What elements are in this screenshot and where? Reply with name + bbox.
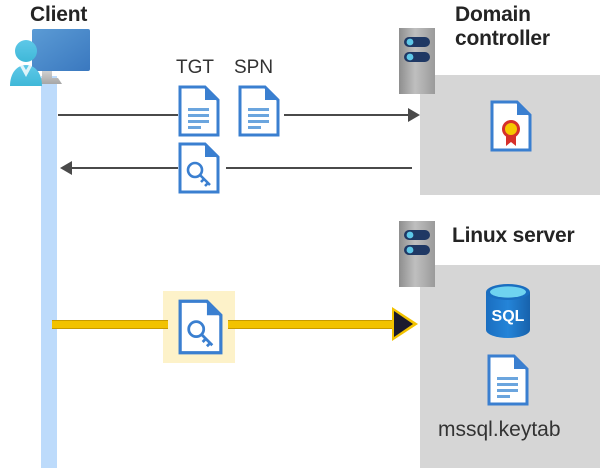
server-rack-icon: [399, 28, 435, 94]
response-arrow-line-left: [72, 167, 178, 169]
document-lines-icon: [238, 85, 280, 137]
service-ticket-arrowhead-icon: [394, 311, 413, 337]
keytab-document-icon: [487, 354, 529, 406]
domain-controller-title-line1: Domain: [455, 3, 531, 26]
request-arrowhead-icon: [408, 108, 420, 122]
domain-controller-title: Domain controller: [455, 3, 595, 51]
request-arrow-line-right: [284, 114, 410, 116]
service-ticket-arrow-line-left: [52, 320, 168, 329]
tgt-label: TGT: [176, 57, 214, 78]
client-title: Client: [30, 3, 88, 26]
request-arrow-line-left: [58, 114, 178, 116]
keytab-filename-label: mssql.keytab: [438, 418, 561, 441]
response-arrow-line-right: [226, 167, 412, 169]
response-arrowhead-icon: [60, 161, 72, 175]
user-workstation-icon: [8, 26, 92, 92]
domain-controller-title-line2: controller: [455, 27, 550, 51]
svg-text:SQL: SQL: [492, 308, 525, 325]
service-ticket-arrow-line-right: [228, 320, 408, 329]
linux-server-title: Linux server: [452, 224, 575, 247]
document-lines-icon: [178, 85, 220, 137]
certificate-document-icon: [490, 100, 532, 152]
client-lifeline: [41, 76, 57, 468]
document-key-icon: [178, 142, 220, 194]
document-key-icon: [178, 299, 223, 355]
server-rack-icon: [399, 221, 435, 287]
spn-label: SPN: [234, 57, 274, 78]
sql-database-icon: SQL: [483, 283, 533, 339]
